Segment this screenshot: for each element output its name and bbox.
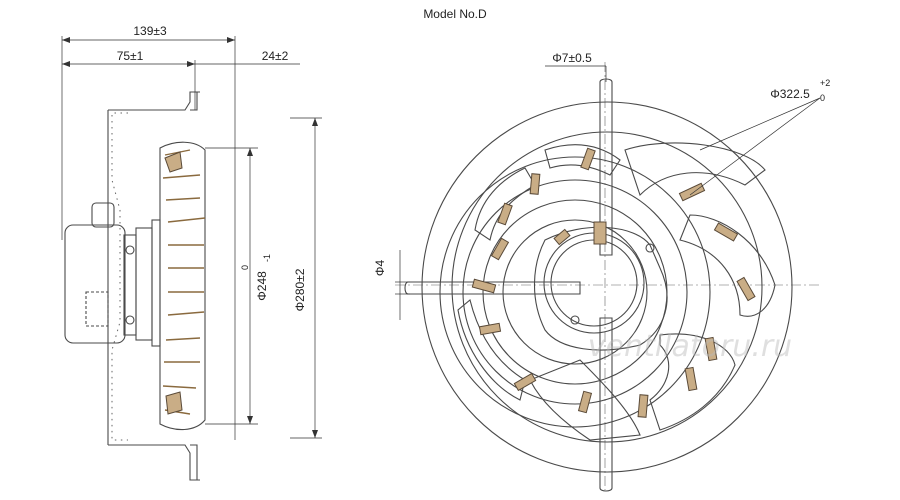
mount-bar-bottom <box>599 317 613 492</box>
blade-accents <box>471 147 756 418</box>
dim-wire-dia: Φ4 <box>373 260 387 277</box>
dim-impeller-tol-upper: 0 <box>240 265 250 270</box>
dim-flange-offset: 24±2 <box>262 49 289 63</box>
side-view: 139±3 75±1 24±2 Φ248 0 -1 Φ280±2 <box>61 24 322 481</box>
outer-ring <box>421 101 793 473</box>
blade <box>679 214 776 317</box>
mount-bar-top <box>599 78 613 256</box>
dim-impeller-tol-lower: -1 <box>262 254 272 262</box>
guard-outline <box>111 112 128 441</box>
dim-motor-length: 75±1 <box>117 49 144 63</box>
side-dimensions <box>61 36 322 440</box>
hub <box>533 226 668 351</box>
dim-hole-dia: Φ7±0.5 <box>552 51 592 65</box>
blade <box>474 167 536 241</box>
blade <box>529 359 641 441</box>
watermark: ventilatoru.ru <box>588 329 792 364</box>
guard-frame <box>107 91 200 481</box>
dim-outer-dia-tol-upper: +2 <box>820 78 830 88</box>
model-title: Model No.D <box>423 7 487 21</box>
mount-bar-left <box>404 281 581 295</box>
motor-housing <box>64 224 126 344</box>
terminal-box <box>91 202 115 228</box>
blade <box>624 142 766 197</box>
front-view: Φ7±0.5 Φ322.5 +2 0 Φ4 <box>373 51 830 492</box>
blade <box>457 299 526 401</box>
dim-total-length: 139±3 <box>133 24 167 38</box>
dim-outer-dia-tol-lower: 0 <box>820 93 825 103</box>
dim-guard-dia: Φ280±2 <box>293 268 307 311</box>
dim-impeller-dia: Φ248 <box>255 271 269 301</box>
blade <box>544 144 621 176</box>
impeller-profile <box>159 141 206 431</box>
dim-outer-dia: Φ322.5 <box>770 87 810 101</box>
